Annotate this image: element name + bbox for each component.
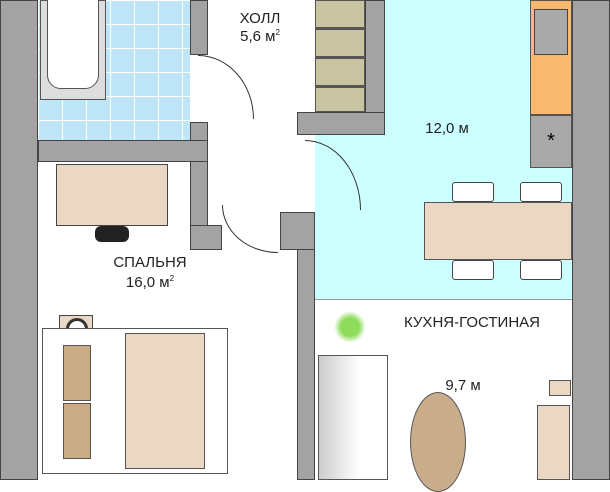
bedroom-area-value: 16,0 м — [125, 274, 170, 291]
hall-area: 5,6 м2 — [240, 28, 280, 45]
dining-table — [424, 202, 572, 260]
wall-hall-kitchen-top — [297, 112, 385, 135]
pillow — [63, 403, 91, 459]
wall-right — [572, 0, 610, 480]
living-divider — [315, 299, 572, 300]
coffee-table — [410, 392, 466, 492]
pillow — [63, 345, 91, 401]
chair — [520, 182, 562, 202]
stove — [534, 9, 568, 55]
wall-bath-hall-top — [190, 0, 208, 55]
fridge: * — [530, 115, 572, 168]
bedroom-name: СПАЛЬНЯ — [113, 254, 187, 271]
chair — [520, 260, 562, 280]
wardrobe — [315, 0, 365, 112]
bedroom-area: 16,0 м2 — [126, 274, 174, 291]
wall-hall-kitchen-bottom — [297, 212, 315, 480]
wall-bath-jog — [190, 225, 222, 250]
bedroom-area-unit: 2 — [169, 274, 175, 283]
bed — [42, 328, 228, 474]
office-chair — [95, 226, 129, 242]
wall-left — [0, 0, 38, 480]
speaker — [549, 380, 571, 396]
fridge-symbol: * — [547, 130, 555, 152]
sofa — [318, 355, 388, 480]
plant — [333, 312, 367, 342]
tv-stand — [537, 405, 570, 480]
hall-name: ХОЛЛ — [239, 10, 281, 27]
hall-area-value: 5,6 м — [240, 28, 276, 45]
wall-bath-bedroom — [38, 140, 208, 162]
hall-area-unit: 2 — [275, 28, 280, 37]
chair — [452, 182, 494, 202]
kitchen-area: 12,0 м — [425, 120, 469, 137]
living-area: 9,7 м — [445, 377, 481, 394]
bathtub — [40, 0, 106, 100]
bedroom-door[interactable] — [222, 205, 278, 253]
chair — [452, 260, 494, 280]
bathtub-basin — [47, 0, 99, 89]
wall-hall-jog — [280, 212, 315, 250]
living-name: КУХНЯ-ГОСТИНАЯ — [404, 314, 540, 331]
desk — [56, 164, 168, 226]
bathroom-door[interactable] — [198, 55, 254, 119]
blanket — [125, 333, 205, 469]
